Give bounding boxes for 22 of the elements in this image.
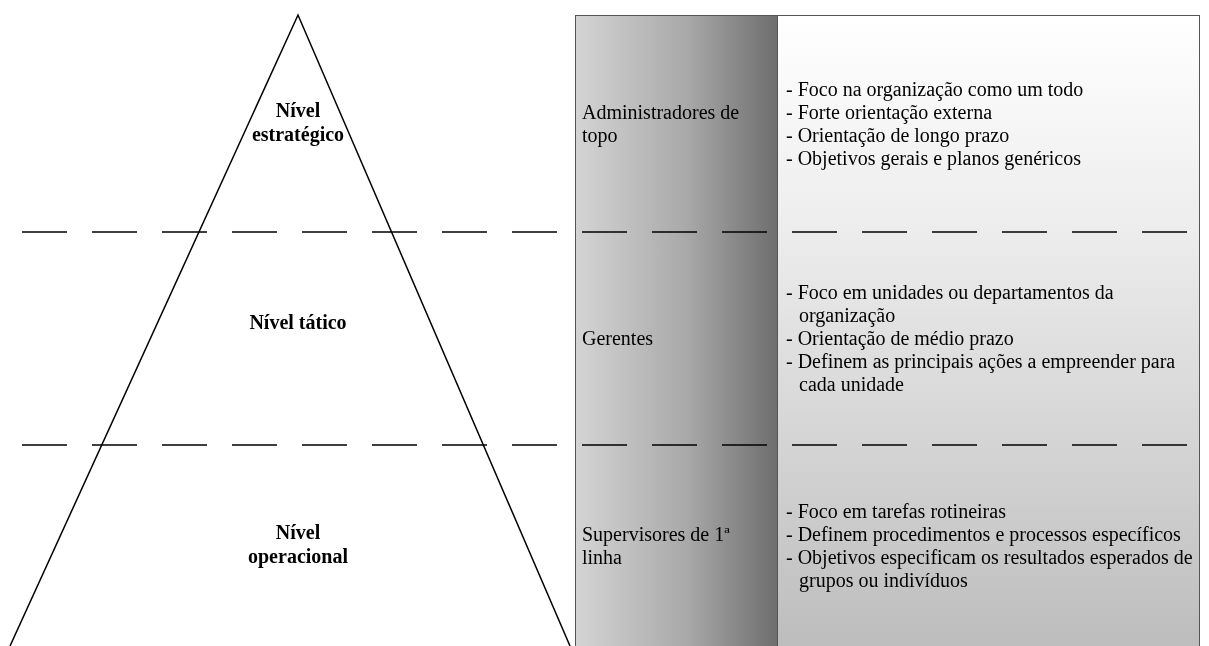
level-label: Nível tático (228, 310, 368, 334)
role-label: Administradores de topo (582, 101, 741, 147)
bullet-item: - Orientação de longo prazo (786, 124, 1011, 147)
bullet-item: - Definem procedimentos e processos específicos (786, 522, 1182, 546)
bullet-item: - Objetivos gerais e planos genéricos (786, 147, 1082, 170)
table-cell (575, 445, 778, 646)
level-label: Nível operacional (228, 520, 368, 568)
bullet-item: - Foco em tarefas rotineiras (786, 499, 1007, 523)
bullet-item: - Definem as principais ações a empreender para cada unidade (786, 350, 1177, 396)
table-cell (778, 232, 1200, 445)
bullet-item: - Objetivos especificam os resultados esperados de grupos ou indivíduos (786, 545, 1193, 592)
bullet-item: - Foco na organização como um todo (786, 78, 1085, 101)
role-label: Supervisores de 1ª linha (582, 522, 731, 569)
table-cell (778, 445, 1200, 646)
bullet-item: - Orientação de médio prazo (786, 327, 1015, 350)
bullet-item: - Forte orientação externa (786, 101, 993, 124)
role-label: Gerentes (582, 327, 655, 350)
table-cell (575, 15, 778, 232)
table-cell (575, 232, 778, 445)
level-label: Nível estratégico (228, 98, 368, 146)
table-cell (778, 15, 1200, 232)
bullet-item: - Foco em unidades ou departamentos da organização (786, 281, 1115, 327)
